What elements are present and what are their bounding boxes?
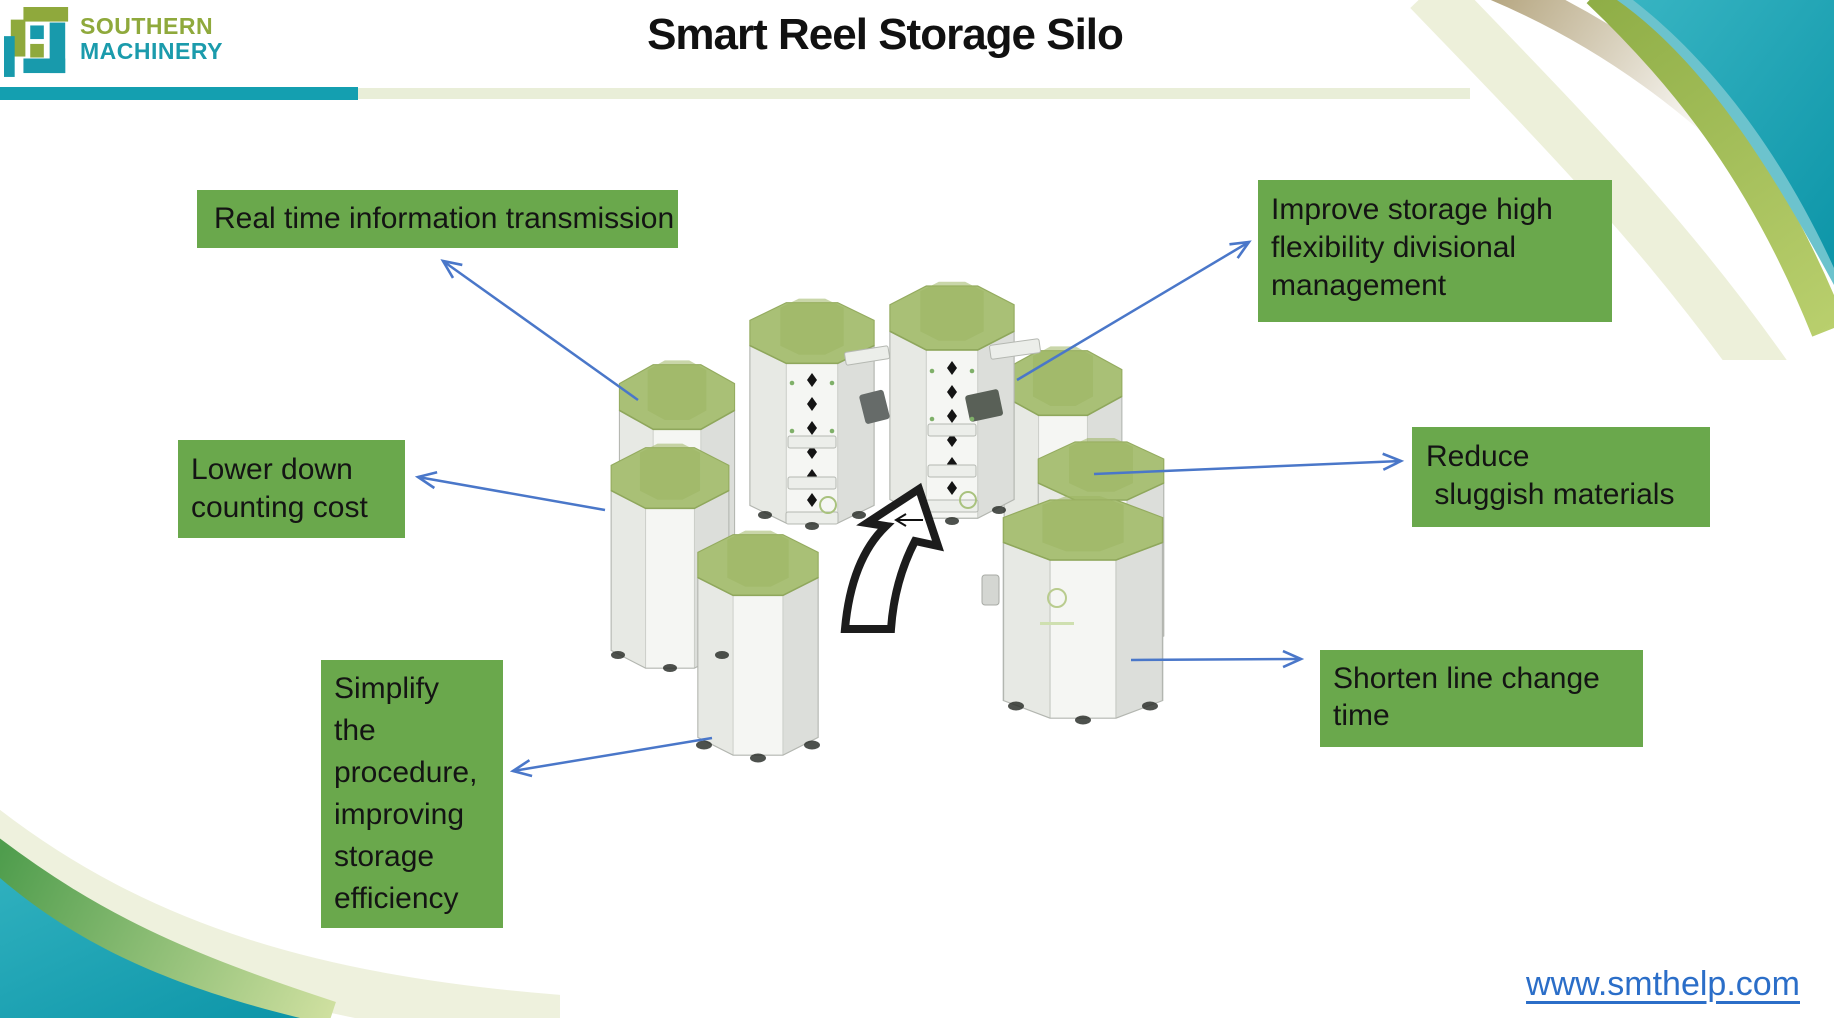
logo-text: SOUTHERN MACHINERY [80,14,223,64]
logo-line2: MACHINERY [80,38,223,64]
label-real-time-text: Real time information transmission [214,202,675,235]
silo-cluster-illustration [610,280,1165,763]
website-link[interactable]: www.smthelp.com [1526,965,1800,1003]
pale-divider-bar [358,88,1470,99]
silo-side-handle [981,574,1000,606]
southern-machinery-logo-icon [4,7,69,77]
label-real-time: Real time information transmission [197,190,678,248]
silo-emblem [1047,588,1067,608]
label-lower: Lower down counting cost [178,440,405,538]
label-improve: Improve storage high flexibility divisio… [1258,180,1612,322]
label-simplify: Simplify the procedure, improving storag… [321,660,503,928]
silo [1002,494,1164,720]
logo-line1: SOUTHERN [80,13,214,39]
label-shorten: Shorten line change time [1320,650,1643,747]
top-right-swoosh-decoration [1410,0,1834,360]
teal-divider-bar [0,87,358,100]
page-title: Smart Reel Storage Silo [647,10,1124,59]
bottom-left-swoosh-decoration [0,809,560,1018]
silo-emblem-text [1040,622,1074,625]
rotation-arrow-icon [840,482,945,633]
direction-arrow-icon [894,513,923,527]
label-reduce: Reduce sluggish materials [1412,427,1710,527]
silo [697,529,819,756]
